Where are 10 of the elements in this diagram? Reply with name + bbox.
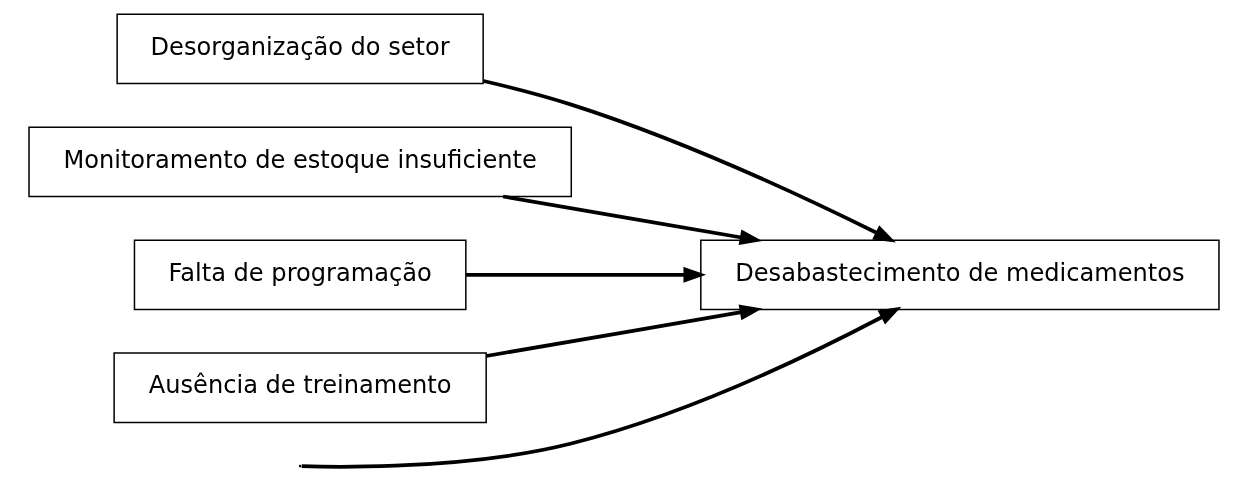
node-box: Ausência de treinamento (112, 352, 487, 424)
node-box: Falta de programação (133, 239, 467, 311)
arrow (301, 306, 901, 469)
arrow (485, 304, 762, 358)
arrow (502, 194, 762, 246)
arrow (482, 79, 896, 243)
node-box: Desorganização do setor (115, 13, 484, 85)
arrow (465, 266, 706, 283)
node-box: Monitoramento de estoque insuficiente (27, 126, 572, 198)
node-box: Desabastecimento de medicamentos (699, 239, 1220, 311)
